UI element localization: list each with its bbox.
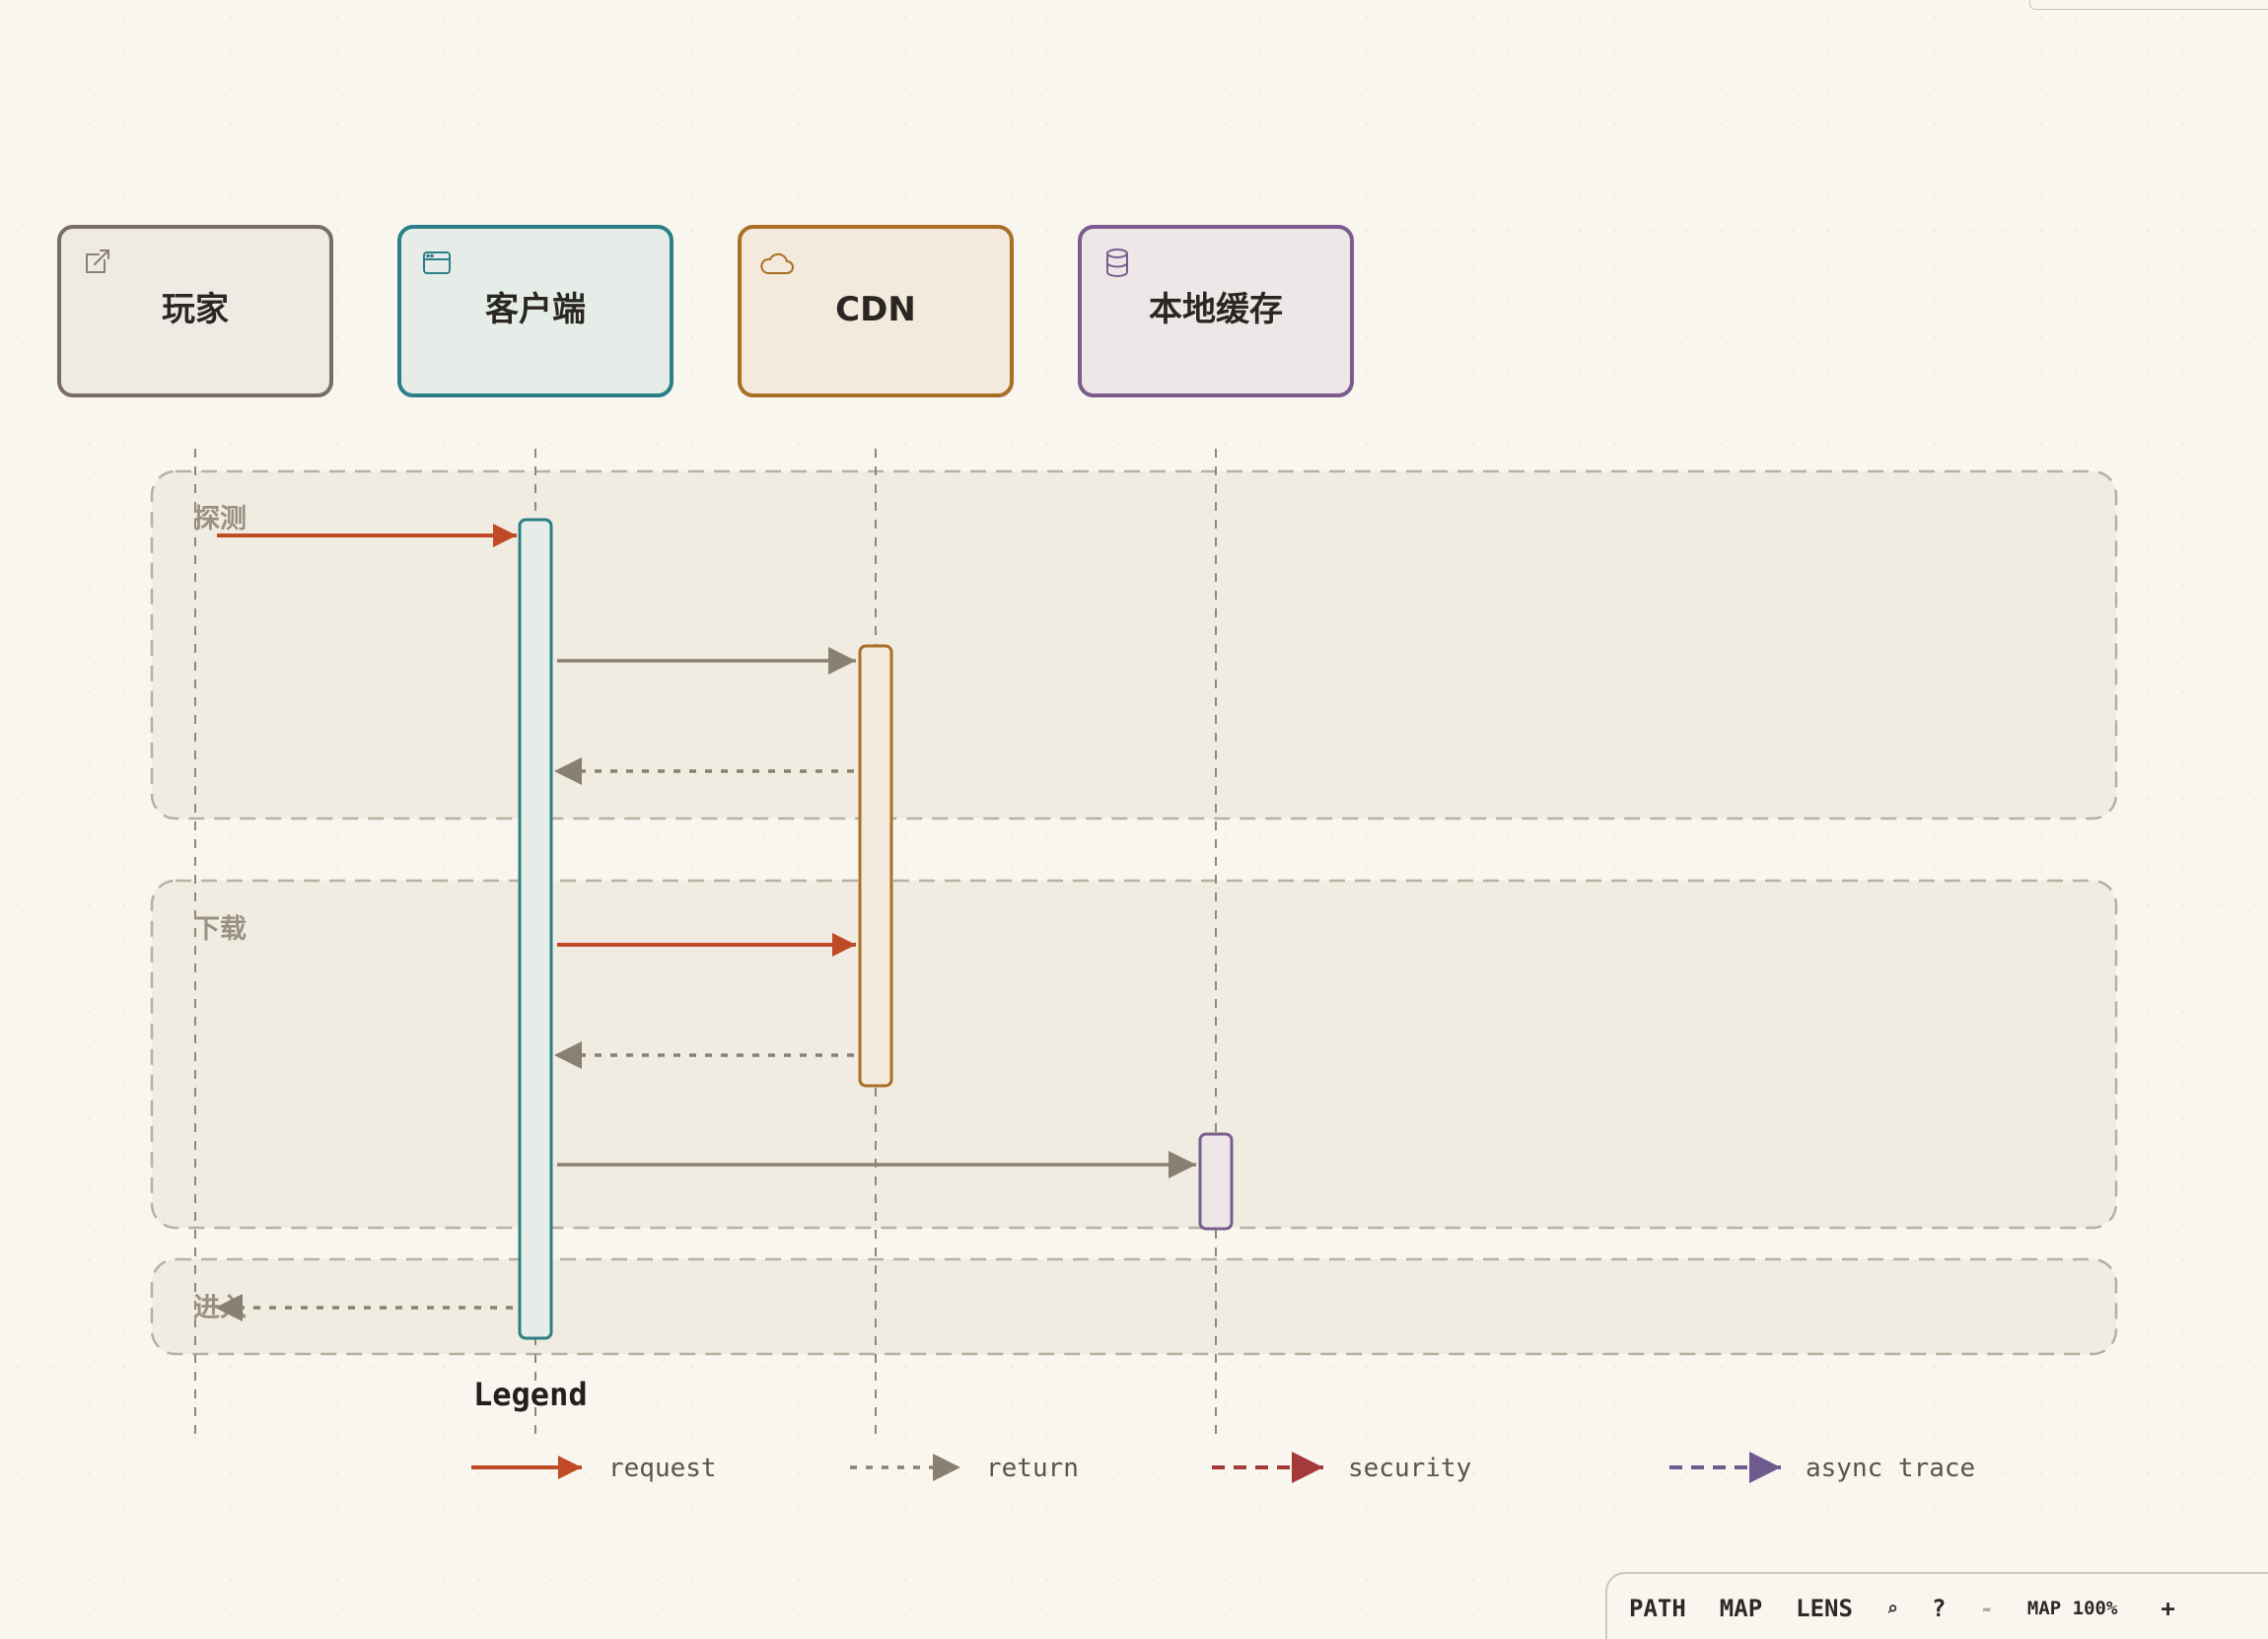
frame-probe: [150, 469, 2118, 820]
messages: [215, 524, 1196, 1321]
actor-label: CDN: [835, 290, 916, 329]
help-button[interactable]: ?: [1932, 1595, 1947, 1622]
zoom-level: MAP 100%: [2026, 1598, 2118, 1619]
legend-item-security: security: [1212, 1452, 1471, 1483]
actor-client[interactable]: 客户端: [397, 225, 673, 397]
actor-label: 客户端: [485, 290, 586, 329]
actor-label: 玩家: [162, 290, 229, 329]
frame-label-download: 下载: [193, 914, 247, 945]
actor-cdn[interactable]: CDN: [738, 225, 1014, 397]
legend-item-request: request: [471, 1454, 717, 1483]
legend-item-async-trace: async trace: [1669, 1452, 1975, 1483]
activation-client: [518, 518, 553, 1340]
actor-local-cache[interactable]: 本地缓存: [1078, 225, 1354, 397]
legend-label: request: [608, 1454, 717, 1483]
browser-window-icon: [423, 251, 451, 274]
activation-cdn: [858, 644, 893, 1088]
top-right-tab[interactable]: [2029, 0, 2268, 10]
legend-label: async trace: [1806, 1454, 1975, 1483]
frame-enter: [150, 1257, 2118, 1356]
legend-title: Legend: [473, 1376, 588, 1413]
legend-item-return: return: [850, 1454, 1079, 1483]
search-icon[interactable]: ⌕: [1885, 1597, 1898, 1620]
activation-cache: [1198, 1132, 1234, 1231]
zoom-in-button[interactable]: +: [2161, 1595, 2175, 1622]
legend-label: security: [1348, 1454, 1471, 1483]
path-button[interactable]: PATH: [1629, 1595, 1686, 1622]
database-icon: [1106, 249, 1128, 277]
zoom-out-button[interactable]: -: [1979, 1595, 1994, 1622]
actor-label: 本地缓存: [1149, 290, 1283, 329]
map-button[interactable]: MAP: [1719, 1595, 1763, 1622]
frame-label-probe: 探测: [193, 504, 247, 534]
external-link-icon: [86, 249, 109, 273]
legend: Legend request return security async tra…: [471, 1376, 1975, 1483]
bottom-toolbar: PATH MAP LENS ⌕ ? - MAP 100% +: [1605, 1572, 2268, 1639]
legend-label: return: [986, 1454, 1079, 1483]
lens-button[interactable]: LENS: [1796, 1595, 1853, 1622]
frame-download: [150, 879, 2118, 1230]
cloud-icon: [760, 252, 794, 274]
actor-player[interactable]: 玩家: [57, 225, 333, 397]
